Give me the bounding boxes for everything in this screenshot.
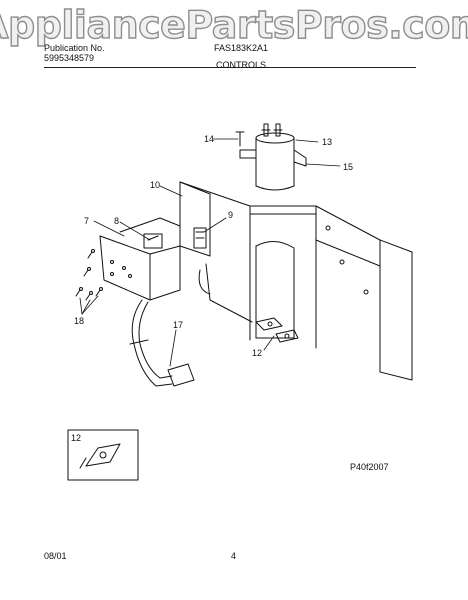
watermark-logo: AppliancePartsPros.com xyxy=(0,2,468,47)
figure-code: P40f2007 xyxy=(350,462,389,472)
inset-detail-box xyxy=(67,429,139,481)
model-number: FAS183K2A1 xyxy=(214,43,269,53)
callout-8: 8 xyxy=(114,216,120,226)
wire-lead xyxy=(198,269,211,295)
switch-part xyxy=(193,227,207,249)
callout-9: 9 xyxy=(228,210,234,220)
section-title: CONTROLS xyxy=(216,60,267,70)
callout-15: 15 xyxy=(343,162,354,172)
header-rule xyxy=(44,67,416,68)
wire-harness xyxy=(205,263,253,323)
power-cord xyxy=(129,299,195,387)
screw-14 xyxy=(235,131,245,147)
callout-12: 12 xyxy=(252,348,263,358)
callout-14: 14 xyxy=(204,134,215,144)
callout-18: 18 xyxy=(74,316,85,326)
control-box xyxy=(99,181,211,301)
capacitor-bracket xyxy=(239,149,257,159)
air-duct xyxy=(255,241,295,339)
callout-17: 17 xyxy=(173,320,184,330)
capacitor-part xyxy=(255,123,295,191)
footer-page-number: 4 xyxy=(231,551,237,561)
screws-18 xyxy=(75,249,103,301)
capacitor-strap xyxy=(293,149,307,167)
callout-7: 7 xyxy=(84,216,90,226)
publication-label: Publication No. xyxy=(44,43,105,53)
footer-date: 08/01 xyxy=(44,551,67,561)
callout-12-inset: 12 xyxy=(71,433,82,443)
leader-lines xyxy=(79,138,341,367)
cabinet-panel xyxy=(179,181,413,381)
callout-10: 10 xyxy=(150,180,161,190)
callout-13: 13 xyxy=(322,137,333,147)
publication-number: 5995348579 xyxy=(44,53,95,63)
thermostat-part xyxy=(255,317,299,343)
